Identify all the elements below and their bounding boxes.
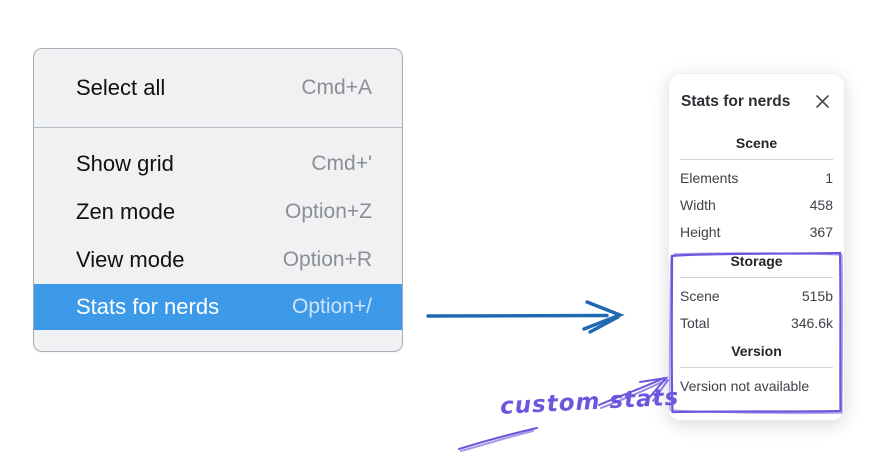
stat-row-scene-size: Scene 515b bbox=[680, 283, 833, 310]
section-divider bbox=[680, 277, 833, 278]
section-title-scene: Scene bbox=[735, 135, 778, 151]
menu-item-shortcut: Option+/ bbox=[292, 295, 372, 318]
stat-row-width: Width 458 bbox=[680, 192, 833, 219]
section-title-storage: Storage bbox=[730, 253, 783, 269]
annotation-label: custom stats bbox=[499, 384, 680, 420]
stat-value: 1 bbox=[825, 170, 833, 186]
stat-label: Elements bbox=[680, 170, 739, 186]
close-icon[interactable] bbox=[813, 92, 832, 111]
menu-item-zen-mode[interactable]: Zen mode Option+Z bbox=[34, 188, 402, 236]
stats-panel-title: Stats for nerds bbox=[681, 92, 791, 110]
menu-divider bbox=[34, 127, 402, 128]
menu-item-label: Zen mode bbox=[76, 199, 176, 224]
section-divider bbox=[680, 159, 833, 160]
menu-item-select-all[interactable]: Select all Cmd+A bbox=[34, 59, 402, 117]
stat-row-elements: Elements 1 bbox=[680, 165, 833, 192]
menu-item-shortcut: Cmd+A bbox=[301, 76, 372, 99]
stat-label: Scene bbox=[680, 288, 720, 304]
stats-panel: Stats for nerds Scene Elements 1 Width 4… bbox=[668, 73, 845, 421]
menu-item-shortcut: Option+R bbox=[282, 248, 372, 271]
menu-to-panel-arrow bbox=[426, 300, 625, 334]
version-note: Version not available bbox=[680, 378, 810, 394]
stat-value: 458 bbox=[809, 197, 833, 213]
stat-value: 515b bbox=[801, 288, 833, 304]
annotation-underline-stroke bbox=[458, 427, 538, 452]
stat-label: Total bbox=[680, 315, 710, 331]
section-title-version: Version bbox=[731, 343, 782, 359]
menu-item-show-grid[interactable]: Show grid Cmd+' bbox=[34, 140, 402, 188]
stat-label: Width bbox=[680, 197, 716, 213]
menu-item-label: View mode bbox=[76, 247, 185, 272]
section-divider bbox=[680, 367, 833, 368]
stat-row-height: Height 367 bbox=[680, 219, 833, 246]
stat-row-total-size: Total 346.6k bbox=[680, 310, 833, 337]
stat-value: 346.6k bbox=[790, 315, 833, 331]
menu-item-view-mode[interactable]: View mode Option+R bbox=[34, 236, 402, 284]
stat-label: Height bbox=[680, 224, 721, 240]
menu-item-label: Select all bbox=[76, 75, 166, 100]
menu-item-label: Show grid bbox=[76, 151, 174, 176]
menu-item-shortcut: Option+Z bbox=[285, 200, 372, 223]
stat-value: 367 bbox=[809, 224, 833, 240]
menu-item-label: Stats for nerds bbox=[76, 294, 220, 319]
menu-item-shortcut: Cmd+' bbox=[311, 152, 372, 175]
context-menu: Select all Cmd+A Show grid Cmd+' Zen mod… bbox=[33, 48, 403, 352]
menu-item-stats-for-nerds[interactable]: Stats for nerds Option+/ bbox=[34, 284, 402, 330]
stats-panel-header: Stats for nerds bbox=[680, 92, 833, 111]
